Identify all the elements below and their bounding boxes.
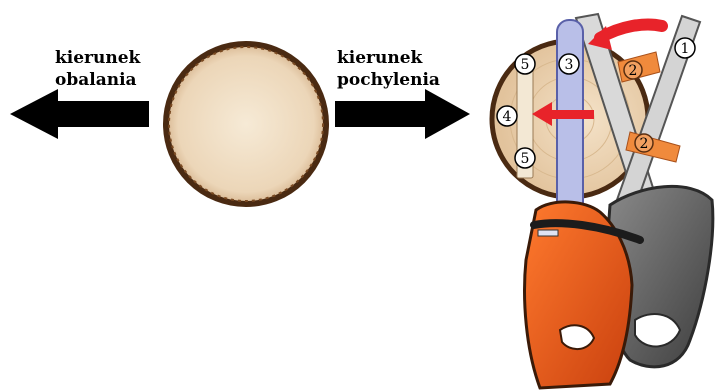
svg-text:2: 2 [640,136,649,152]
svg-text:5: 5 [521,151,530,167]
guide-bar [557,20,583,220]
svg-text:2: 2 [629,63,638,79]
lean-direction-label: kierunek pochylenia [337,48,440,90]
right-arrow-icon [335,89,470,139]
marker-1: 1 [675,38,695,58]
svg-text:3: 3 [565,57,574,73]
marker-3: 3 [559,54,579,74]
marker-4: 4 [497,106,517,126]
marker-2-top: 2 [618,52,660,82]
marker-5-top: 5 [515,54,535,74]
left-arrow-icon [10,89,149,139]
felling-direction-label: kierunek obalania [55,48,146,90]
svg-text:1: 1 [681,41,690,57]
svg-text:5: 5 [521,57,530,73]
marker-5-bottom: 5 [515,148,535,168]
svg-text:4: 4 [503,109,512,125]
log-cross-section-icon [166,44,326,204]
